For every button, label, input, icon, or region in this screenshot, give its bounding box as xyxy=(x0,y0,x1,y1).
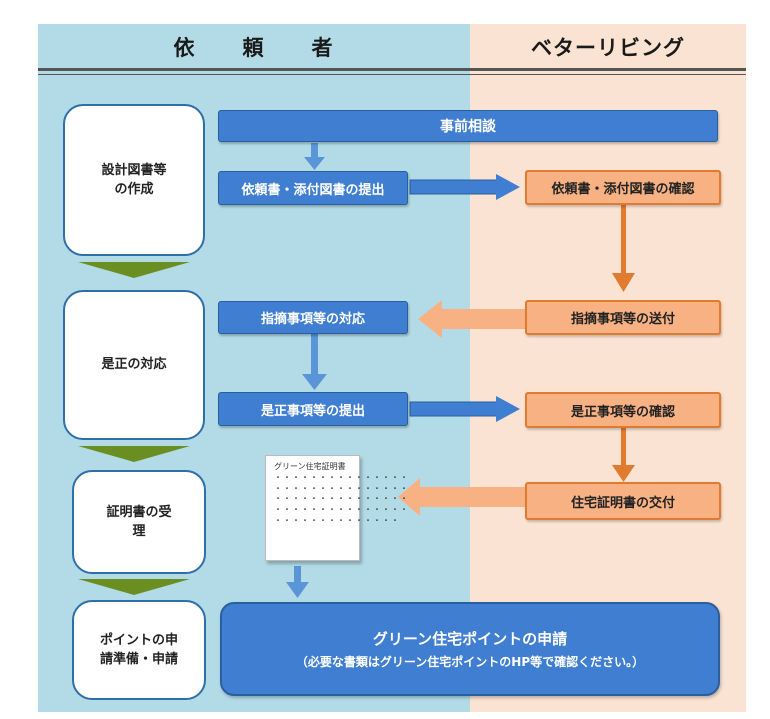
certificate-doc-line: ・・・・・・・・・・・・・・・ xyxy=(274,483,409,493)
arrow-issue-to-doc xyxy=(398,478,526,516)
step-submit-request: 依頼書・添付図書の提出 xyxy=(218,171,408,205)
point-application-title: グリーン住宅ポイントの申請 xyxy=(372,630,568,648)
step-confirm-request: 依頼書・添付図書の確認 xyxy=(525,170,721,205)
agency-header: ベターリビング xyxy=(531,36,685,60)
certificate-doc-line: ・・・・・・・・・・・・・・・ xyxy=(274,494,409,504)
arrow-consult-to-submit xyxy=(304,143,325,170)
stage-correction-label: 是正の対応 xyxy=(101,357,167,373)
arrow-doc-to-final xyxy=(286,566,309,598)
stage-design-docs-label: 設計図書等 の作成 xyxy=(101,162,167,198)
stage-chevron-2 xyxy=(78,446,190,462)
certificate-doc-title: グリーン住宅証明書 xyxy=(274,462,346,471)
certificate-doc-line: ・・・・・・・・・・・・・・・ xyxy=(274,472,409,482)
step-respond-findings: 指摘事項等の対応 xyxy=(218,301,408,334)
header-divider xyxy=(38,68,746,71)
header-divider-thin xyxy=(38,74,746,75)
arrow-respond-to-correction xyxy=(302,334,327,390)
stage-chevron-3 xyxy=(78,579,190,595)
arrow-findings-to-respond xyxy=(418,300,526,338)
arrow-submit-to-confirm xyxy=(409,174,520,200)
stage-chevron-1 xyxy=(78,262,190,278)
green-housing-certificate-doc: グリーン住宅証明書 ・・・・・・・・・・・・・・・ ・・・・・・・・・・・・・・… xyxy=(265,455,409,561)
stage-point-application-label: ポイントの申 請準備・申請 xyxy=(99,632,178,668)
step-point-application: グリーン住宅ポイントの申請 （必要な書類はグリーン住宅ポイントのHP等で確認くだ… xyxy=(220,602,720,696)
arrow-confirm-to-issue xyxy=(612,428,635,482)
step-send-findings: 指摘事項等の送付 xyxy=(525,300,721,335)
step-consultation: 事前相談 xyxy=(218,110,718,142)
client-header: 依 頼 者 xyxy=(173,36,335,60)
stage-point-application: ポイントの申 請準備・申請 xyxy=(72,600,206,700)
certificate-doc-line: ・・・・・・・・・・・・・・・ xyxy=(274,505,409,515)
stage-certificate-receipt-label: 証明書の受 理 xyxy=(106,504,172,540)
point-application-note: （必要な書類はグリーン住宅ポイントのHP等で確認ください。） xyxy=(295,655,645,669)
arrow-correction-to-confirm xyxy=(409,396,520,422)
stage-certificate-receipt: 証明書の受 理 xyxy=(72,470,206,574)
stage-design-docs: 設計図書等 の作成 xyxy=(63,104,205,256)
stage-correction: 是正の対応 xyxy=(63,290,205,440)
arrow-confirm-to-findings xyxy=(612,205,635,292)
step-confirm-correction: 是正事項等の確認 xyxy=(525,392,721,428)
step-issue-certificate: 住宅証明書の交付 xyxy=(525,482,721,520)
certificate-doc-line: ・・・・・・・・・・・・・・ xyxy=(274,515,400,525)
step-submit-correction: 是正事項等の提出 xyxy=(218,392,408,426)
